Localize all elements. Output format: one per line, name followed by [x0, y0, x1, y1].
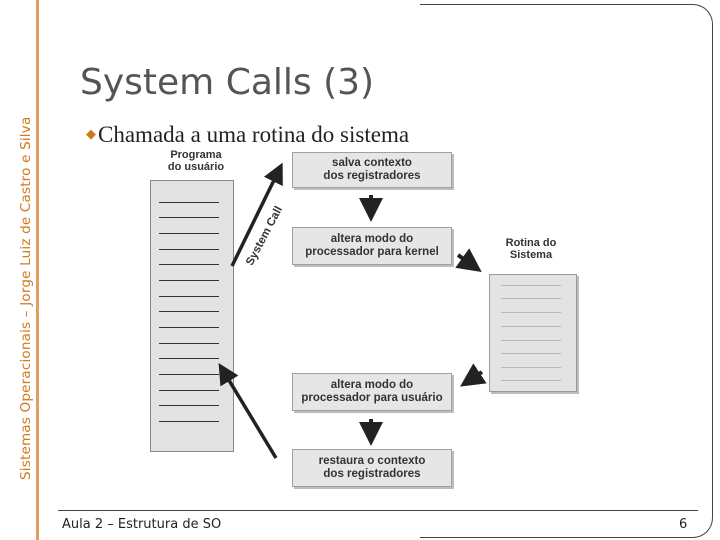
program-line: [159, 202, 219, 203]
bullet-icon: ◆: [86, 126, 96, 141]
sidebar-edge: [36, 0, 39, 540]
page-title: System Calls (3): [80, 62, 375, 103]
page-number: 6: [679, 517, 688, 532]
step-kernel-mode: altera modo do processador para kernel: [292, 227, 452, 265]
step-text-line2: dos registradores: [323, 170, 421, 182]
program-line: [159, 358, 219, 359]
step-text-line2: dos registradores: [323, 468, 421, 480]
bullet-item: ◆Chamada a uma rotina do sistema: [86, 122, 409, 148]
sidebar-course-title: Sistemas Operacionais – Jorge Luiz de Ca…: [18, 116, 34, 480]
program-line: [159, 311, 219, 312]
program-box: [150, 180, 234, 452]
routine-box: [489, 274, 577, 392]
routine-line: [501, 367, 561, 368]
footer-lesson: Aula 2 – Estrutura de SO: [62, 517, 222, 532]
step-restore-context: restaura o contexto dos registradores: [292, 449, 452, 487]
step-save-context: salva contexto dos registradores: [292, 152, 452, 188]
program-line: [159, 390, 219, 391]
program-line: [159, 217, 219, 218]
step-text-line1: altera modo do: [330, 379, 414, 391]
program-line: [159, 405, 219, 406]
routine-line: [501, 380, 561, 381]
routine-line: [501, 298, 561, 299]
routine-label-line2: Sistema: [509, 249, 553, 261]
program-line: [159, 296, 219, 297]
program-label-line1: Programa: [170, 149, 222, 161]
program-line: [159, 280, 219, 281]
program-line: [159, 264, 219, 265]
program-line: [159, 374, 219, 375]
sidebar: [0, 0, 36, 540]
routine-line: [501, 326, 561, 327]
footer-divider: [58, 510, 698, 511]
step-user-mode: altera modo do processador para usuário: [292, 373, 452, 411]
program-line: [159, 233, 219, 234]
bullet-text: Chamada a uma rotina do sistema: [98, 122, 410, 147]
program-label-line2: do usuário: [167, 161, 225, 173]
program-line: [159, 343, 219, 344]
program-line: [159, 327, 219, 328]
step-text-line2: processador para usuário: [301, 392, 443, 404]
routine-label-line1: Rotina do: [505, 237, 557, 249]
program-label: Programa do usuário: [156, 149, 236, 173]
routine-line: [501, 285, 561, 286]
routine-line: [501, 353, 561, 354]
routine-label: Rotina do Sistema: [496, 237, 566, 261]
slide-frame: [420, 4, 713, 538]
step-text-line1: salva contexto: [332, 157, 412, 169]
program-line: [159, 421, 219, 422]
program-line: [159, 249, 219, 250]
step-text-line1: restaura o contexto: [318, 455, 426, 467]
step-text-line2: processador para kernel: [305, 246, 439, 258]
routine-line: [501, 312, 561, 313]
step-text-line1: altera modo do: [330, 233, 414, 245]
routine-line: [501, 340, 561, 341]
system-call-label: System Call: [244, 204, 286, 268]
